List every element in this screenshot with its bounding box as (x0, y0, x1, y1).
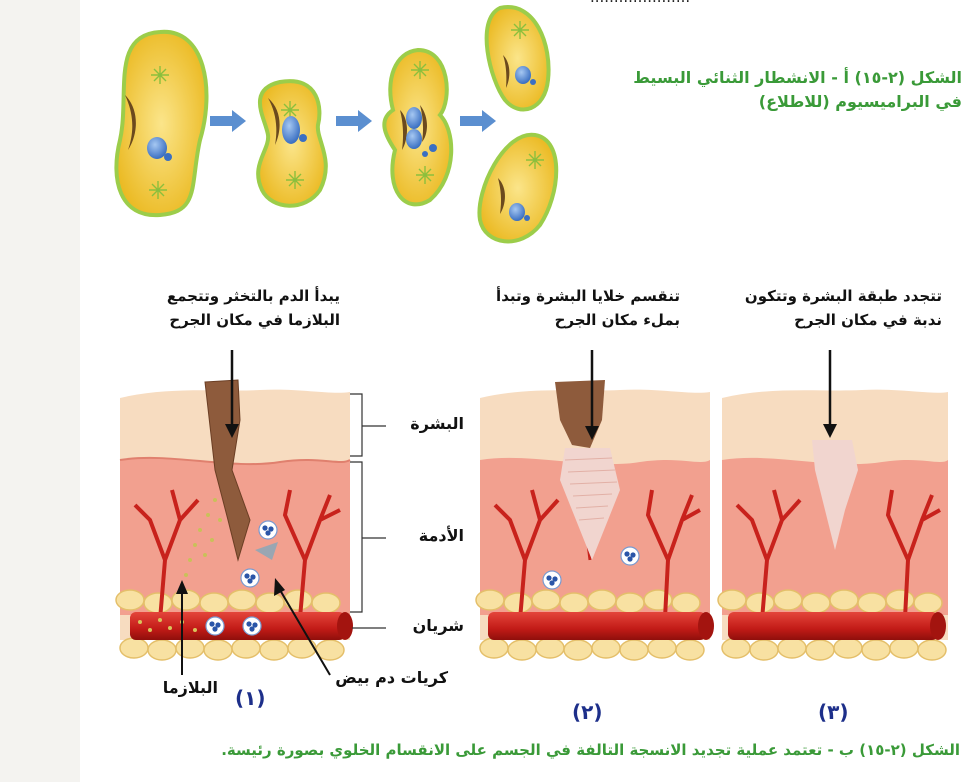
skin-panel-3 (718, 350, 948, 660)
label-plasma: البلازما (128, 678, 218, 697)
figure-a-caption-line2: في البراميسيوم (للاطلاع) (602, 90, 962, 114)
stage1-note-line2: البلازما في مكان الجرح (140, 308, 340, 332)
top-cropped-text: ..................... (590, 0, 690, 6)
label-epidermis: البشرة (392, 414, 464, 433)
stage3-note-line2: ندبة في مكان الجرح (728, 308, 942, 332)
stage3-note: تتجدد طبقة البشرة وتتكون ندبة في مكان ال… (728, 284, 942, 332)
division-arrow-2 (336, 110, 372, 132)
stage2-note-line2: بملء مكان الجرح (470, 308, 680, 332)
stage1-number: (١) (235, 686, 266, 710)
stage1-note-line1: يبدأ الدم بالتخثر وتتجمع (140, 284, 340, 308)
skin-panel-2 (476, 350, 714, 660)
figure-a-caption-line1: الشكل (٢-١٥) أ - الانشطار الثنائي البسيط (602, 66, 962, 90)
stage2-note: تنقسم خلايا البشرة وتبدأ بملء مكان الجرح (470, 284, 680, 332)
paramecium-cell-1 (116, 32, 206, 215)
stage1-note: يبدأ الدم بالتخثر وتتجمع البلازما في مكا… (140, 284, 340, 332)
stage2-number: (٢) (572, 700, 603, 724)
paramecium-cell-3 (384, 50, 451, 204)
skin-panel-1 (116, 350, 386, 675)
stage3-note-line1: تتجدد طبقة البشرة وتتكون (728, 284, 942, 308)
stage2-note-line1: تنقسم خلايا البشرة وتبدأ (470, 284, 680, 308)
paramecium-daughter-bottom (479, 135, 556, 242)
figure-a-caption: الشكل (٢-١٥) أ - الانشطار الثنائي البسيط… (602, 66, 962, 114)
stage3-number: (٣) (818, 700, 849, 724)
label-artery: شريان (392, 616, 464, 635)
label-dermis: الأدمة (392, 526, 464, 545)
figure-b-caption: الشكل (٢-١٥) ب - تعتمد عملية تجديد الانس… (110, 740, 960, 760)
division-arrow-3 (460, 110, 496, 132)
paramecium-daughter-top (487, 7, 549, 109)
division-arrow-1 (210, 110, 246, 132)
label-white-blood-cells: كريات دم بيض (318, 668, 448, 687)
paramecium-cell-2 (258, 81, 326, 206)
